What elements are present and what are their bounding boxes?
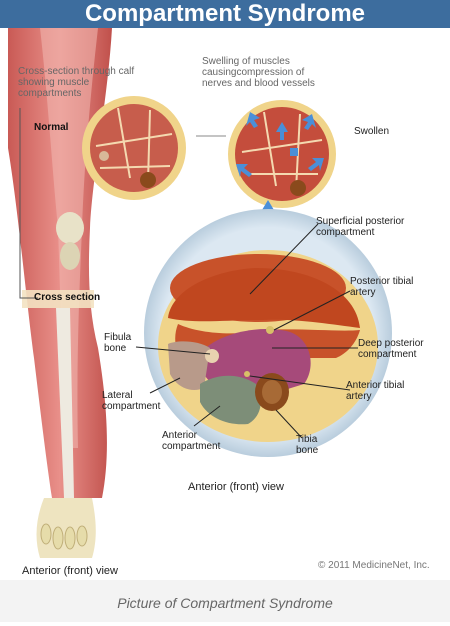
- anterior-compartment-label: Anterior compartment: [162, 430, 221, 452]
- fibula-bone-label: Fibula bone: [104, 332, 132, 354]
- tibia-bone-label: Tibia bone: [296, 434, 319, 456]
- anatomy-illustration: [8, 28, 392, 558]
- normal-label: Normal: [34, 122, 69, 133]
- swollen-cross-section: [228, 100, 336, 216]
- superficial-posterior-label: Superficial posterior compartment: [316, 216, 405, 238]
- large-cross-section: [158, 250, 378, 442]
- deep-posterior-label: Deep posterior compartment: [358, 338, 424, 360]
- swelling-description: Swelling of muscles causingcompression o…: [202, 56, 315, 89]
- swelling-arrows: [236, 112, 324, 216]
- page-title: Compartment Syndrome: [0, 0, 450, 28]
- compartment-syndrome-illustration: Cross-section through calf showing muscl…: [0, 28, 450, 580]
- section-view-label: Anterior (front) view: [188, 481, 284, 493]
- image-caption: Picture of Compartment Syndrome: [0, 580, 450, 622]
- posterior-tibial-artery-label: Posterior tibial artery: [350, 276, 414, 298]
- lateral-compartment-label: Lateral compartment: [102, 390, 161, 412]
- cross-section-label: Cross section: [34, 292, 101, 303]
- label-leader-lines: [135, 223, 358, 439]
- cross-section-description: Cross-section through calf showing muscl…: [18, 66, 135, 99]
- swollen-label: Swollen: [354, 126, 390, 137]
- anterior-tibial-artery-label: Anterior tibial artery: [346, 380, 405, 402]
- copyright-credit: © 2011 MedicineNet, Inc.: [318, 560, 430, 571]
- normal-cross-section: [82, 96, 186, 200]
- leg-view-label: Anterior (front) view: [22, 565, 118, 577]
